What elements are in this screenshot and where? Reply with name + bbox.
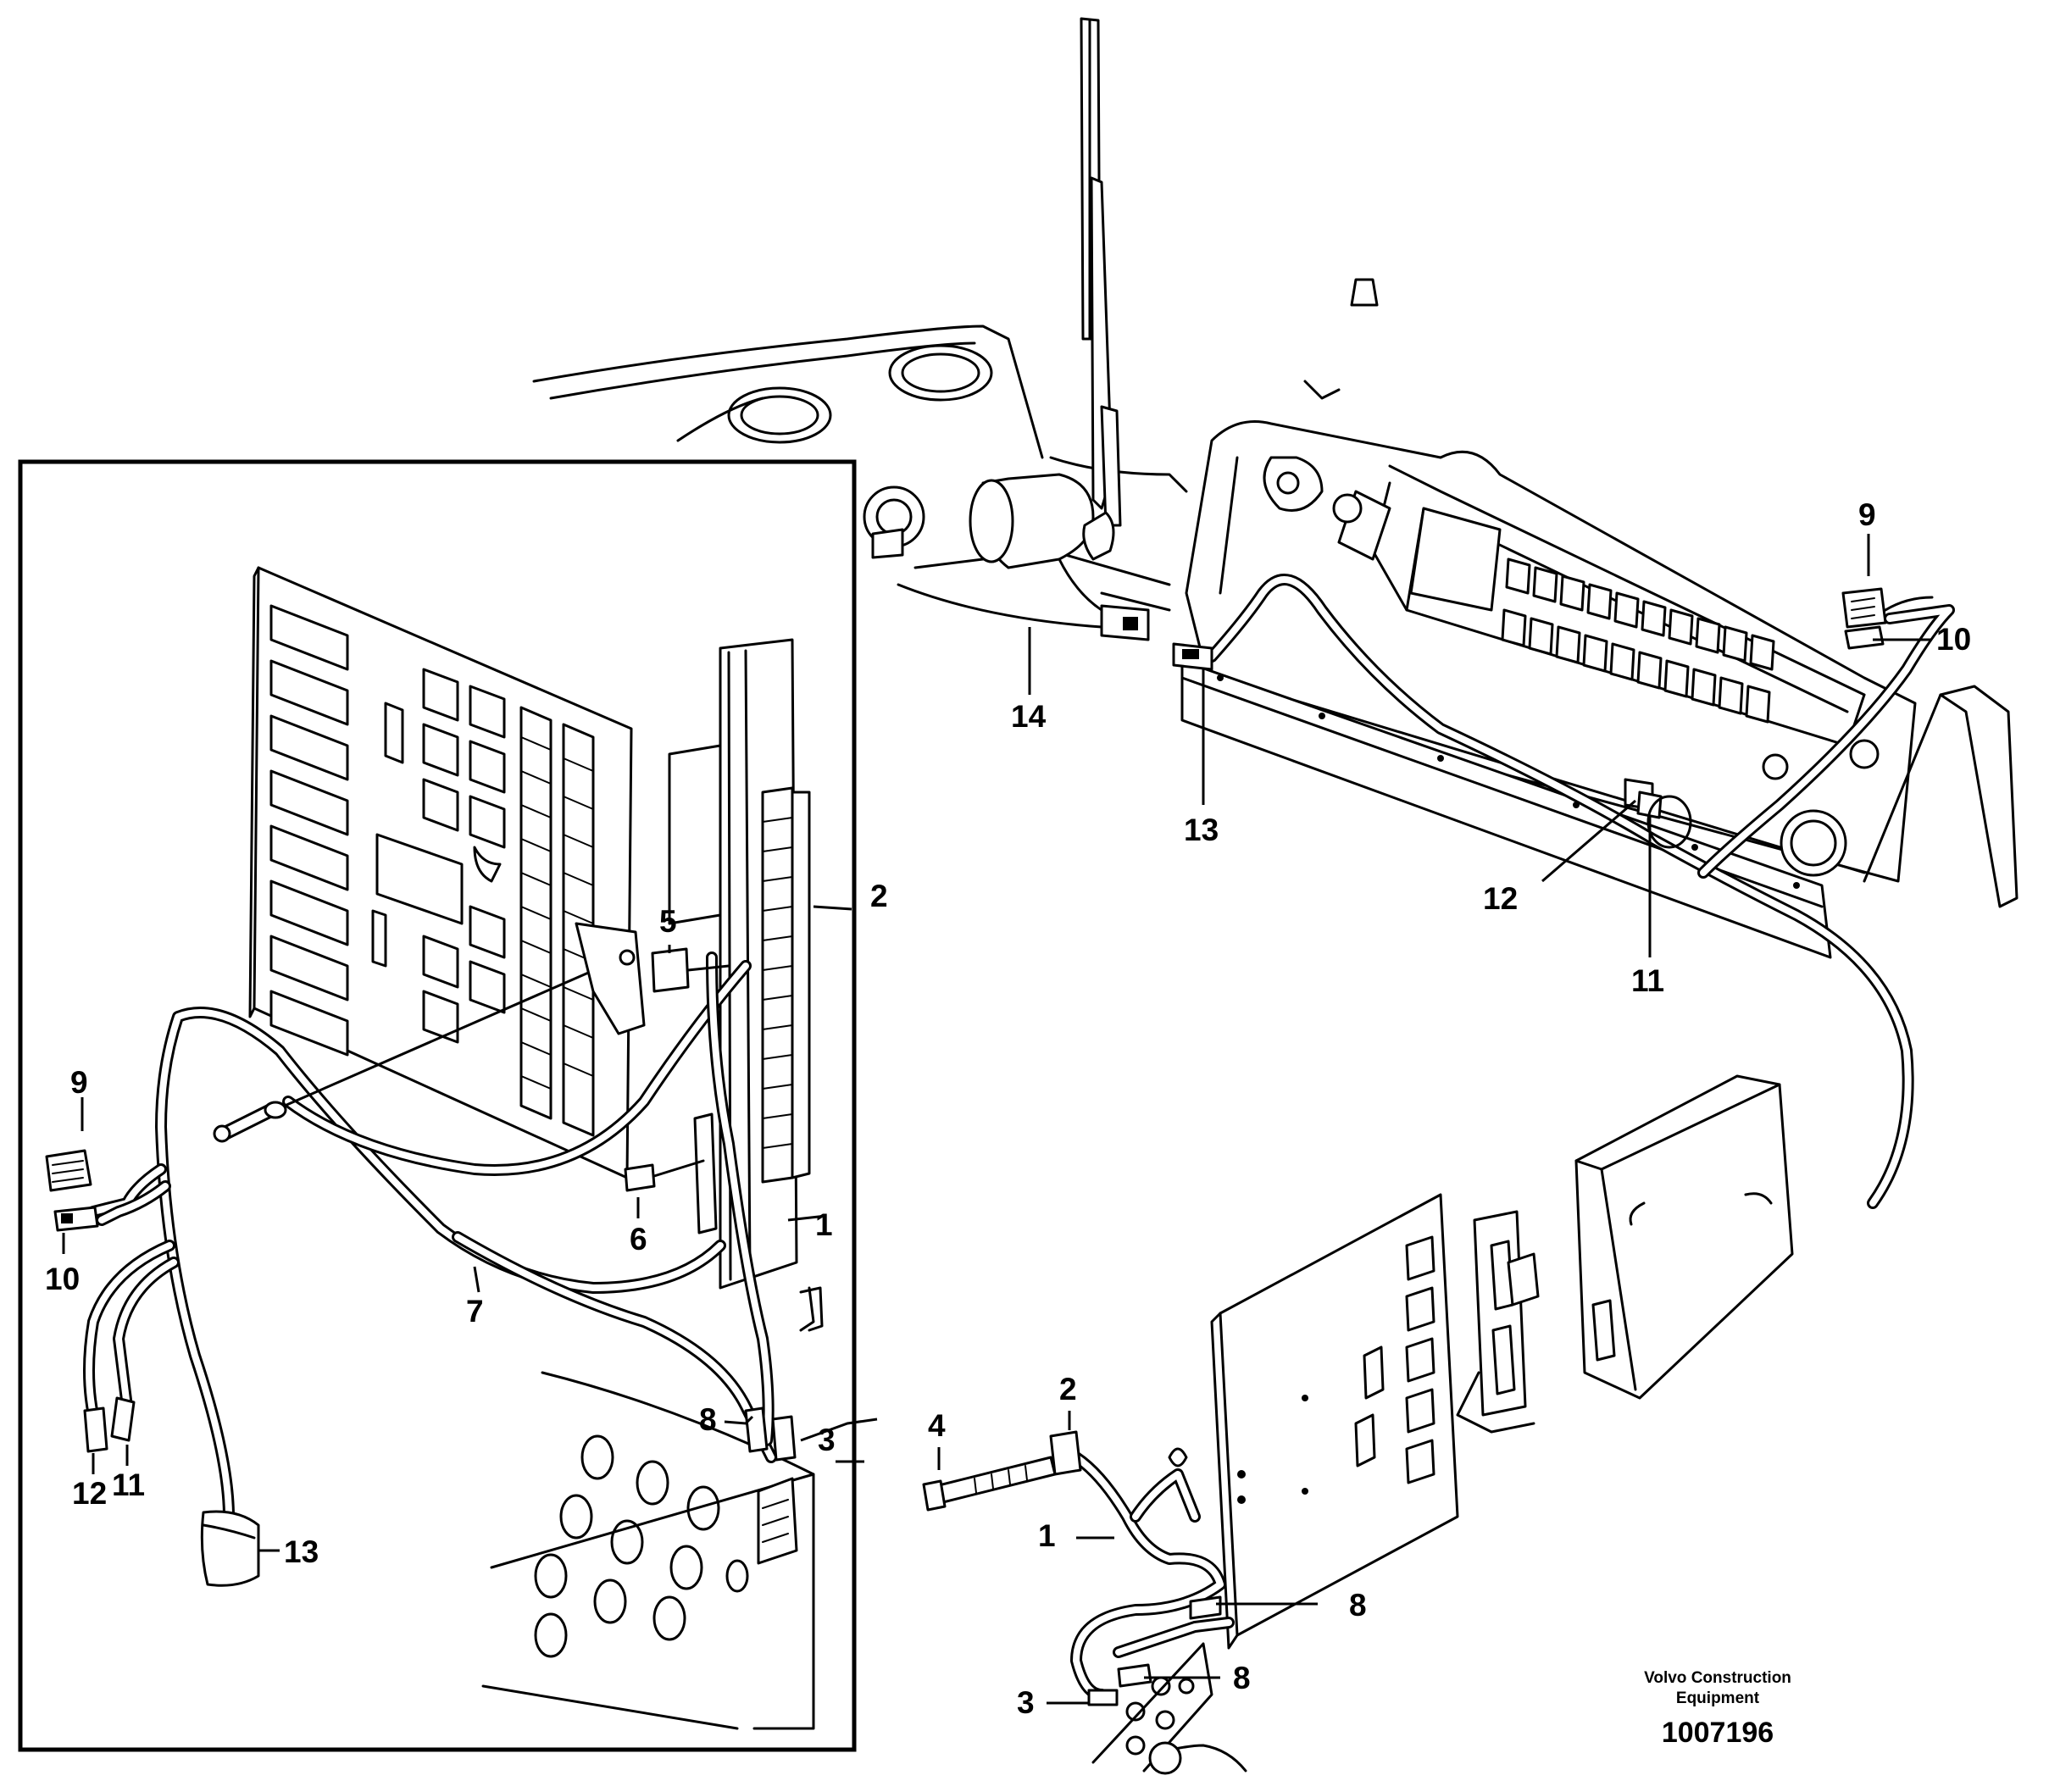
inset-connector-12: [83, 1406, 108, 1453]
bolt-4: [922, 1456, 1057, 1512]
printed-circuit-board-lower: [1210, 1193, 1459, 1650]
inset-connector-13: [200, 1510, 260, 1587]
switch-row-bottom: [1501, 608, 1771, 724]
inset-diode-6: [624, 1163, 656, 1192]
callout-3: 3: [1017, 1685, 1035, 1720]
connector-3-lower: [1087, 1689, 1119, 1706]
inset-connector-10: [53, 1206, 99, 1232]
inset-firewall-plate: [481, 1371, 815, 1730]
callout-labels: 1 2 3 5 6 7 8 9 10 11 12 13 14 13 12 11 …: [45, 497, 1971, 1720]
callout-5-inset: 5: [659, 904, 677, 939]
callout-14: 14: [1011, 699, 1047, 734]
leader-lines: [62, 534, 1932, 1705]
inset-connector-11: [110, 1396, 136, 1442]
connector-11-panel: [1636, 791, 1663, 819]
inset-connector-3: [771, 1415, 797, 1462]
control-unit-box: [1574, 1074, 1794, 1400]
document-number: 1007196: [1662, 1717, 1774, 1749]
callout-8-upper: 8: [1349, 1588, 1367, 1623]
instrument-panel: [1180, 278, 2018, 959]
callout-11: 11: [1631, 963, 1664, 998]
callout-13-inset: 13: [284, 1534, 319, 1569]
inset-bolt: [213, 954, 629, 1143]
brand-line-1: Volvo Construction: [1644, 1669, 1791, 1687]
callout-7-inset: 7: [466, 1294, 484, 1329]
callout-9-inset: 9: [70, 1065, 88, 1100]
callout-4: 4: [928, 1408, 946, 1443]
callout-10-inset: 10: [45, 1262, 80, 1296]
brand-line-2: Equipment: [1676, 1689, 1760, 1707]
callout-12: 12: [1483, 881, 1518, 916]
switch-row-top: [1505, 558, 1775, 671]
brand-block: Volvo Construction Equipment 1007196: [1644, 1669, 1791, 1749]
callout-9: 9: [1858, 497, 1876, 532]
connector-8-lower-b: [1117, 1663, 1152, 1688]
wiper-assembly: [863, 17, 1150, 641]
callout-8-lower: 8: [1233, 1661, 1251, 1695]
connector-8-lower-a: [1189, 1595, 1222, 1620]
inset-contents: [45, 566, 824, 1730]
callout-10: 10: [1936, 622, 1971, 657]
callout-2-inset: 2: [870, 879, 888, 913]
callout-11-inset: 11: [112, 1467, 145, 1502]
callout-1-inset: 1: [815, 1207, 833, 1242]
callout-6-inset: 6: [630, 1222, 647, 1257]
callout-3-inset: 3: [818, 1423, 836, 1457]
callout-2: 2: [1059, 1372, 1077, 1406]
callout-13: 13: [1184, 813, 1219, 847]
mounting-bracket: [1456, 1210, 1540, 1434]
connector-10-panel: [1844, 625, 1885, 650]
inset-connector-8: [744, 1406, 769, 1453]
callout-12-inset: 12: [72, 1476, 107, 1511]
connector-2-lower: [1049, 1430, 1082, 1476]
callout-8-inset: 8: [699, 1402, 717, 1437]
callout-1: 1: [1038, 1518, 1056, 1553]
inset-relay-5: [651, 947, 690, 993]
